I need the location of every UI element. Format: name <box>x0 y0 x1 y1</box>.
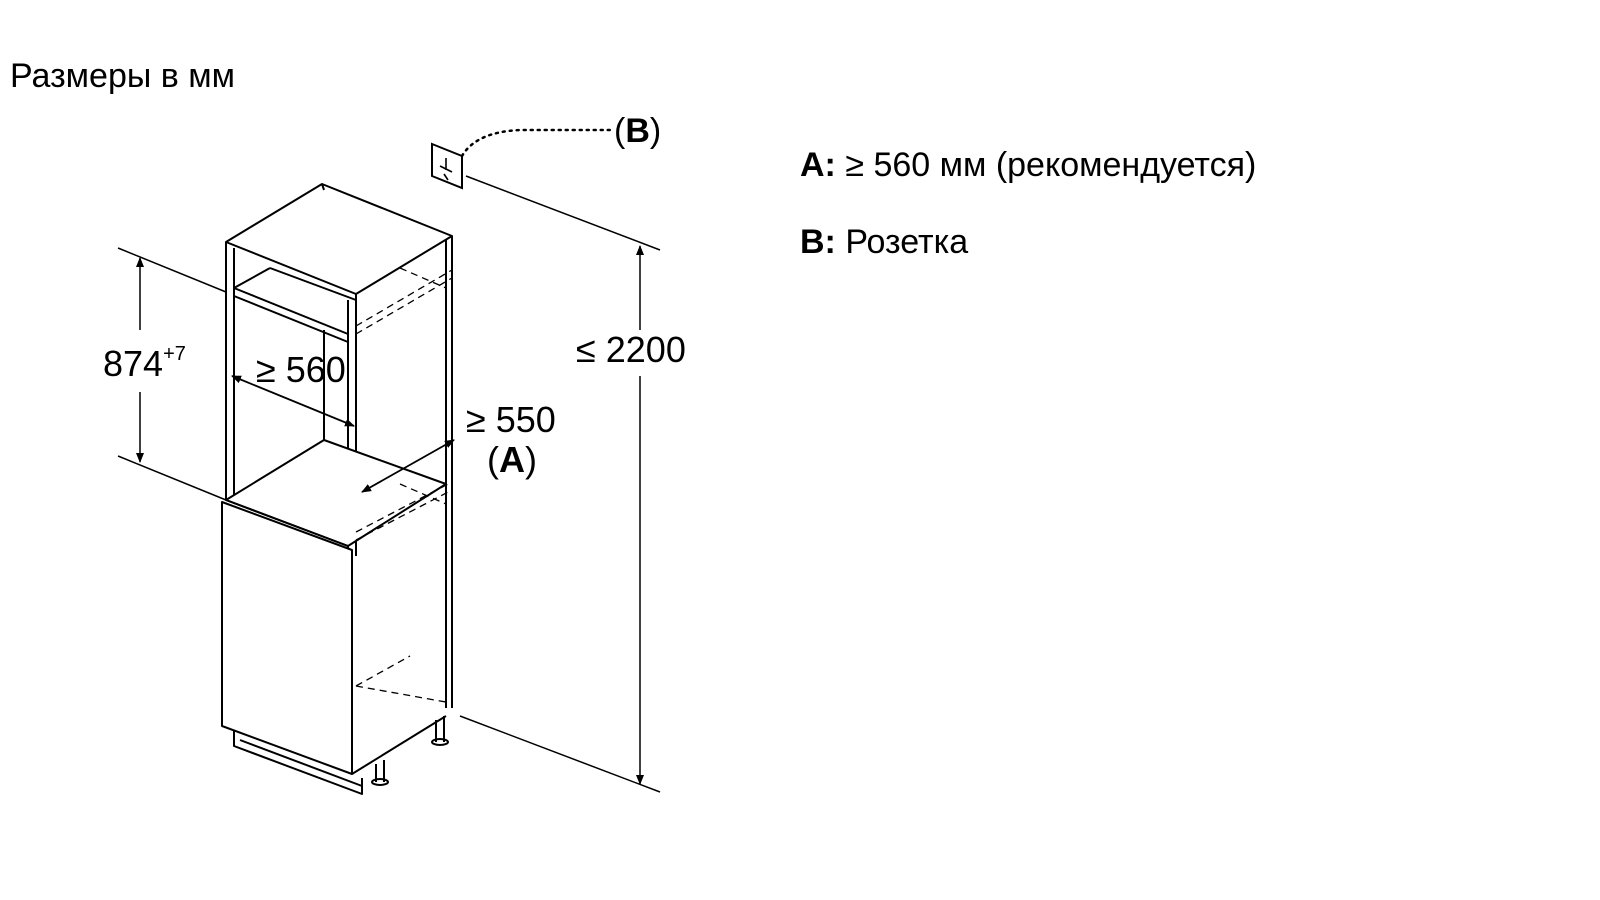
width-dimension-arrow <box>231 375 355 427</box>
legend-item-a: A: ≥ 560 мм (рекомендуется) <box>800 145 1256 185</box>
width-label: ≥ 560 <box>256 349 346 390</box>
niche-height-label: 874+7 <box>103 343 186 384</box>
niche-height-value: 874 <box>103 343 163 384</box>
hidden-edges <box>355 267 453 703</box>
marker-b: (B) <box>614 112 661 150</box>
page-title: Размеры в мм <box>10 57 236 95</box>
depth-dimension-arrow <box>361 439 455 493</box>
legend-key-a: A: <box>800 146 836 184</box>
cabinet-drawing <box>221 183 453 795</box>
legend-text-b: Розетка <box>845 223 969 261</box>
cabinet-top <box>225 183 453 295</box>
total-height-label: ≤ 2200 <box>576 329 686 370</box>
niche-height-tolerance: +7 <box>163 343 186 365</box>
legend-item-b: B: Розетка <box>800 222 968 262</box>
legend-key-b: B: <box>800 223 836 261</box>
marker-a: (A) <box>487 439 537 480</box>
niche-height-dimension <box>117 247 227 501</box>
socket-leader-line <box>460 128 614 158</box>
socket-icon <box>431 142 463 190</box>
total-height-dimension <box>459 175 661 793</box>
legend-text-a: ≥ 560 мм (рекомендуется) <box>845 146 1257 184</box>
depth-label: ≥ 550 <box>466 399 556 440</box>
